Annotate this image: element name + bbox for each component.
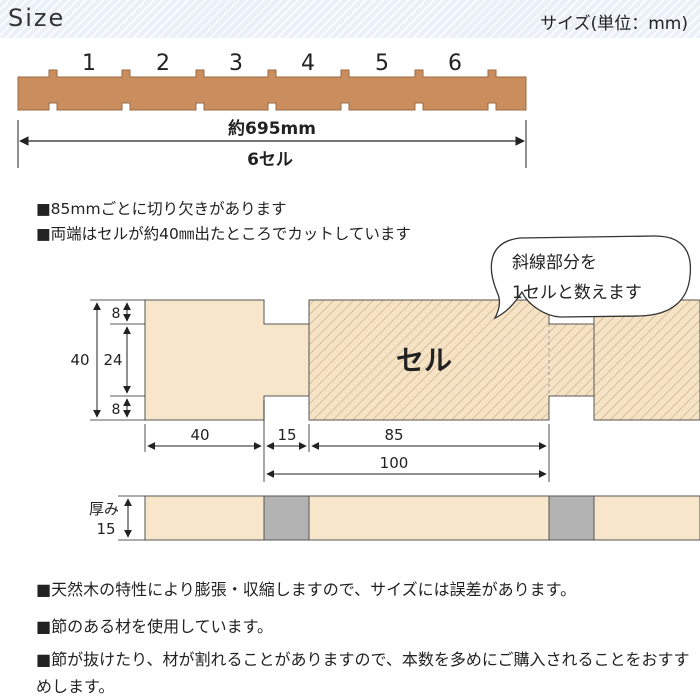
- cell-number-3: 3: [229, 51, 243, 76]
- cell-number-4: 4: [301, 51, 315, 76]
- height-top-label: 8: [112, 306, 121, 322]
- width-end-label: 40: [190, 426, 209, 444]
- note-end-cut: ■両端はセルが約40㎜出たところでカットしています: [36, 225, 411, 243]
- callout-bubble: 斜線部分を 1セルと数えます: [490, 235, 692, 320]
- width-cell-label: 85: [384, 426, 403, 444]
- width-pitch-label: 100: [380, 454, 409, 472]
- thickness-diagram: 厚み 15: [89, 495, 700, 541]
- slat-overview: 1 2 3 4 5 6 約695mm 6セル: [17, 51, 527, 170]
- slat-body: [17, 69, 527, 111]
- next-cell: [593, 299, 700, 421]
- height-mid-label: 24: [103, 351, 122, 369]
- callout-line-1: 斜線部分を: [512, 253, 597, 273]
- length-label: 約695mm: [228, 118, 316, 139]
- note-purchase-advice: ■節が抜けたり、材が割れることがありますので、本数を多めにご購入されることをおす…: [36, 650, 690, 696]
- note-expansion: ■天然木の特性により膨張・収縮しますので、サイズには誤差があります。: [36, 580, 577, 599]
- cell-label: セル: [396, 344, 452, 377]
- note-knots: ■節のある材を使用しています。: [36, 617, 274, 636]
- width-notch-label: 15: [277, 426, 296, 444]
- height-total-label: 40: [70, 351, 89, 369]
- note-notch-interval: ■85mmごとに切り欠きがあります: [36, 200, 287, 218]
- cell-number-1: 1: [82, 51, 96, 76]
- section-title: Size: [8, 4, 66, 32]
- thickness-bar: [144, 495, 700, 541]
- thickness-notch-2: [548, 495, 595, 541]
- cells-label: 6セル: [247, 150, 293, 170]
- unit-label: サイズ(単位：mm): [540, 14, 688, 34]
- cell-number-5: 5: [375, 51, 389, 76]
- slat-detail: セル 40 8 24 8 40 15 85 100: [70, 299, 700, 482]
- end-piece: [144, 299, 310, 421]
- thickness-value: 15: [96, 520, 115, 538]
- cell-number-6: 6: [448, 51, 462, 76]
- callout-shape: [490, 235, 692, 320]
- thickness-notch-1: [263, 495, 310, 541]
- thickness-label: 厚み: [89, 500, 119, 518]
- cell-number-2: 2: [156, 51, 170, 76]
- height-bottom-label: 8: [112, 402, 121, 418]
- callout-line-2: 1セルと数えます: [512, 283, 642, 303]
- header-band: Size サイズ(単位：mm): [0, 0, 700, 38]
